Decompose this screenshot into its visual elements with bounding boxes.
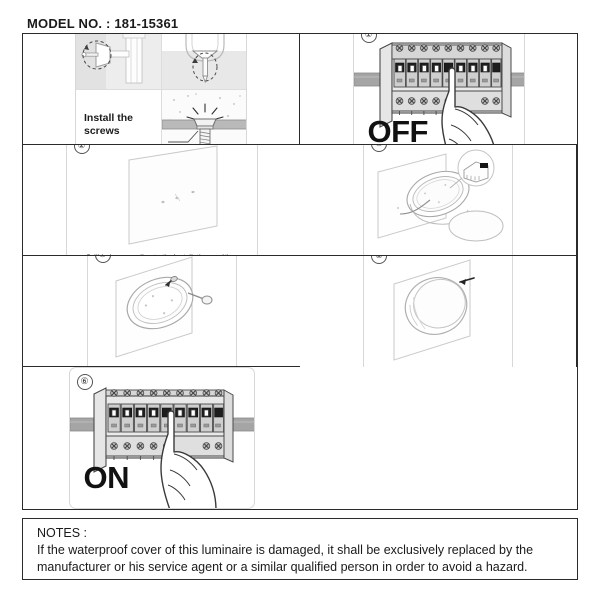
- step5-card: ⑤ Put the cover back: [363, 256, 513, 367]
- install-screws-card: Install the screws: [75, 34, 247, 144]
- install-screws-line1: Install the: [84, 111, 134, 124]
- wall-drill-holes-illustration: [128, 145, 217, 245]
- notes-title: NOTES :: [37, 526, 88, 540]
- install-screws-line2: screws: [84, 124, 120, 137]
- model-number-label: MODEL NO. : 181-15361: [27, 16, 179, 31]
- steps-grid: Install the screws: [22, 33, 578, 510]
- step4-card: ④: [86, 256, 237, 366]
- install-screws-wall-illustration: [115, 256, 212, 358]
- step5-caption: Put the cover back: [364, 367, 512, 368]
- step3-card: ③: [363, 145, 513, 255]
- step1-card: ①: [352, 34, 525, 145]
- cell-install-screws: Install the screws: [23, 34, 300, 145]
- step6-state-word: ON: [83, 460, 130, 495]
- step1-state-word: OFF: [367, 113, 429, 145]
- install-screws-quad: Install the screws: [76, 34, 246, 144]
- notes-body: If the waterproof cover of this luminair…: [37, 542, 534, 574]
- step2-caption: Drill holes according to the installatio…: [67, 254, 257, 256]
- quad-screwdriver-turn: [76, 34, 162, 90]
- install-screws-text: Install the screws: [84, 112, 133, 138]
- screwdriver-illustration: [76, 34, 161, 89]
- notes-box: NOTES : If the waterproof cover of this …: [22, 518, 578, 580]
- put-cover-back-illustration: [393, 258, 475, 361]
- cell-step-5: ⑤ Put the cover back: [300, 256, 577, 367]
- step2-card: ② Drill holes according to the installat…: [65, 145, 258, 256]
- step-number-2: ②: [73, 145, 90, 154]
- step-number-6: ⑥: [76, 374, 93, 390]
- cell-step-6: ⑥: [23, 367, 300, 509]
- screw-insert-illustration: [162, 34, 246, 89]
- cell-step-2-wall: ② Drill holes according to the installat…: [23, 145, 300, 256]
- breaker-panel-on-illustration: [69, 387, 254, 508]
- connect-wires-illustration: [377, 149, 504, 242]
- cell-step-4: ④: [23, 256, 300, 367]
- quad-screw-insert: [162, 34, 246, 90]
- quad-caption-block: Install the screws: [76, 89, 162, 144]
- quad-self-drilling-screw: [162, 89, 246, 144]
- step6-card: ⑥: [68, 367, 255, 509]
- breaker-panel-off-illustration: [353, 41, 524, 144]
- step-number-1: ①: [360, 34, 377, 43]
- drilling-screw-illustration: [162, 89, 246, 144]
- cell-step-1: ①: [300, 34, 577, 145]
- cell-step-3: ③: [300, 145, 577, 256]
